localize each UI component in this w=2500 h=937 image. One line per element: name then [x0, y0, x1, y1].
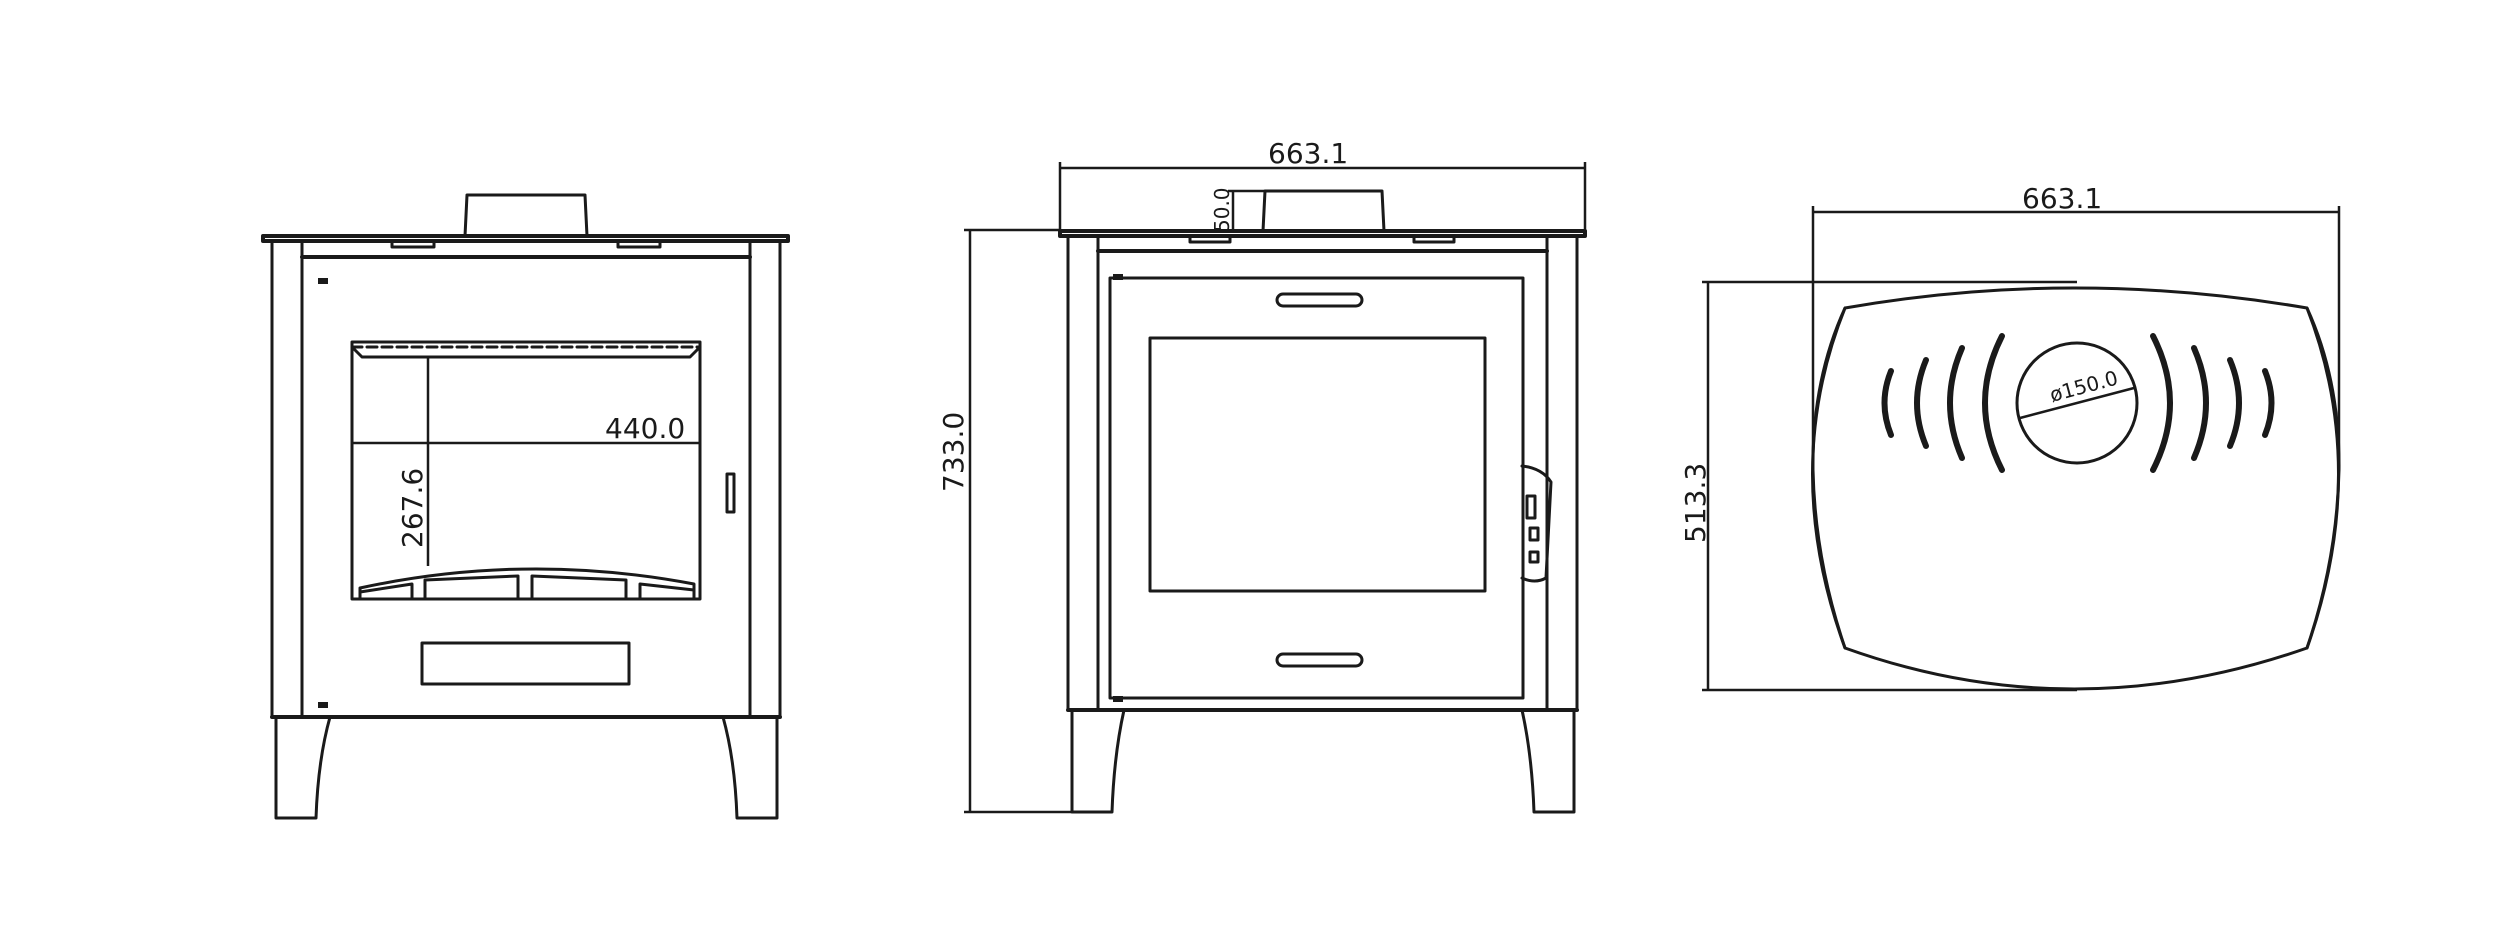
side-handle-detail-2: [1528, 526, 1540, 542]
side-handle-detail-1: [1525, 494, 1537, 520]
top-edge-right: [2305, 306, 2341, 650]
front-flue-collar: [463, 193, 589, 238]
side-door-handle[interactable]: [1520, 464, 1553, 583]
heat-arc-left-4: [1982, 333, 2005, 473]
front-hinge-bottom: [318, 702, 328, 708]
side-door-frame: [1108, 276, 1525, 700]
side-flue-offset-label: 50.0: [1210, 187, 1234, 232]
front-glass-height-label: 267.6: [396, 468, 429, 548]
top-edge-left: [1811, 306, 1847, 650]
front-airwash-baffle: [350, 345, 702, 359]
heat-arc-right-4: [2262, 368, 2275, 438]
front-body: [270, 239, 782, 719]
front-grate-segments: [358, 574, 696, 600]
front-hinge-top: [318, 278, 328, 284]
front-ashpan-vent[interactable]: [420, 641, 631, 686]
top-flue-outlet: [2015, 341, 2139, 465]
front-glass-width-label: 440.0: [605, 412, 685, 445]
side-flue-collar: [1261, 189, 1386, 233]
top-width-label: 663.1: [2022, 182, 2102, 215]
side-air-control-bottom[interactable]: [1275, 652, 1364, 668]
side-hinge-top: [1113, 274, 1123, 280]
front-leg-right: [721, 715, 779, 820]
heat-arc-right-1: [2150, 333, 2173, 473]
front-view: 440.0 267.6: [261, 193, 790, 820]
heat-arc-left-3: [1947, 345, 1965, 461]
heat-arc-right-2: [2191, 345, 2209, 461]
front-glass-window: [350, 340, 702, 601]
top-depth-label: 513.3: [1679, 463, 1712, 543]
side-handle-detail-3: [1528, 550, 1540, 564]
side-air-control-top[interactable]: [1275, 292, 1364, 308]
top-view: ø150.0 663.1 513.3: [1679, 182, 2341, 692]
heat-arc-left-2: [1914, 357, 1929, 449]
side-hinge-bottom: [1113, 696, 1123, 702]
top-flue-diameter-line: [2019, 386, 2135, 420]
side-view: 663.1 50.0 733.0: [937, 137, 1587, 814]
side-leg-right: [1520, 708, 1576, 814]
front-door-handle[interactable]: [725, 472, 736, 514]
side-door-glass: [1148, 336, 1487, 593]
heat-arc-left-1: [1881, 368, 1894, 438]
side-leg-left: [1070, 708, 1126, 814]
side-width-label: 663.1: [1268, 137, 1348, 170]
front-leg-left: [274, 715, 332, 820]
top-outline: [1811, 286, 2340, 691]
side-height-label: 733.0: [937, 412, 970, 492]
heat-arc-right-3: [2227, 357, 2242, 449]
